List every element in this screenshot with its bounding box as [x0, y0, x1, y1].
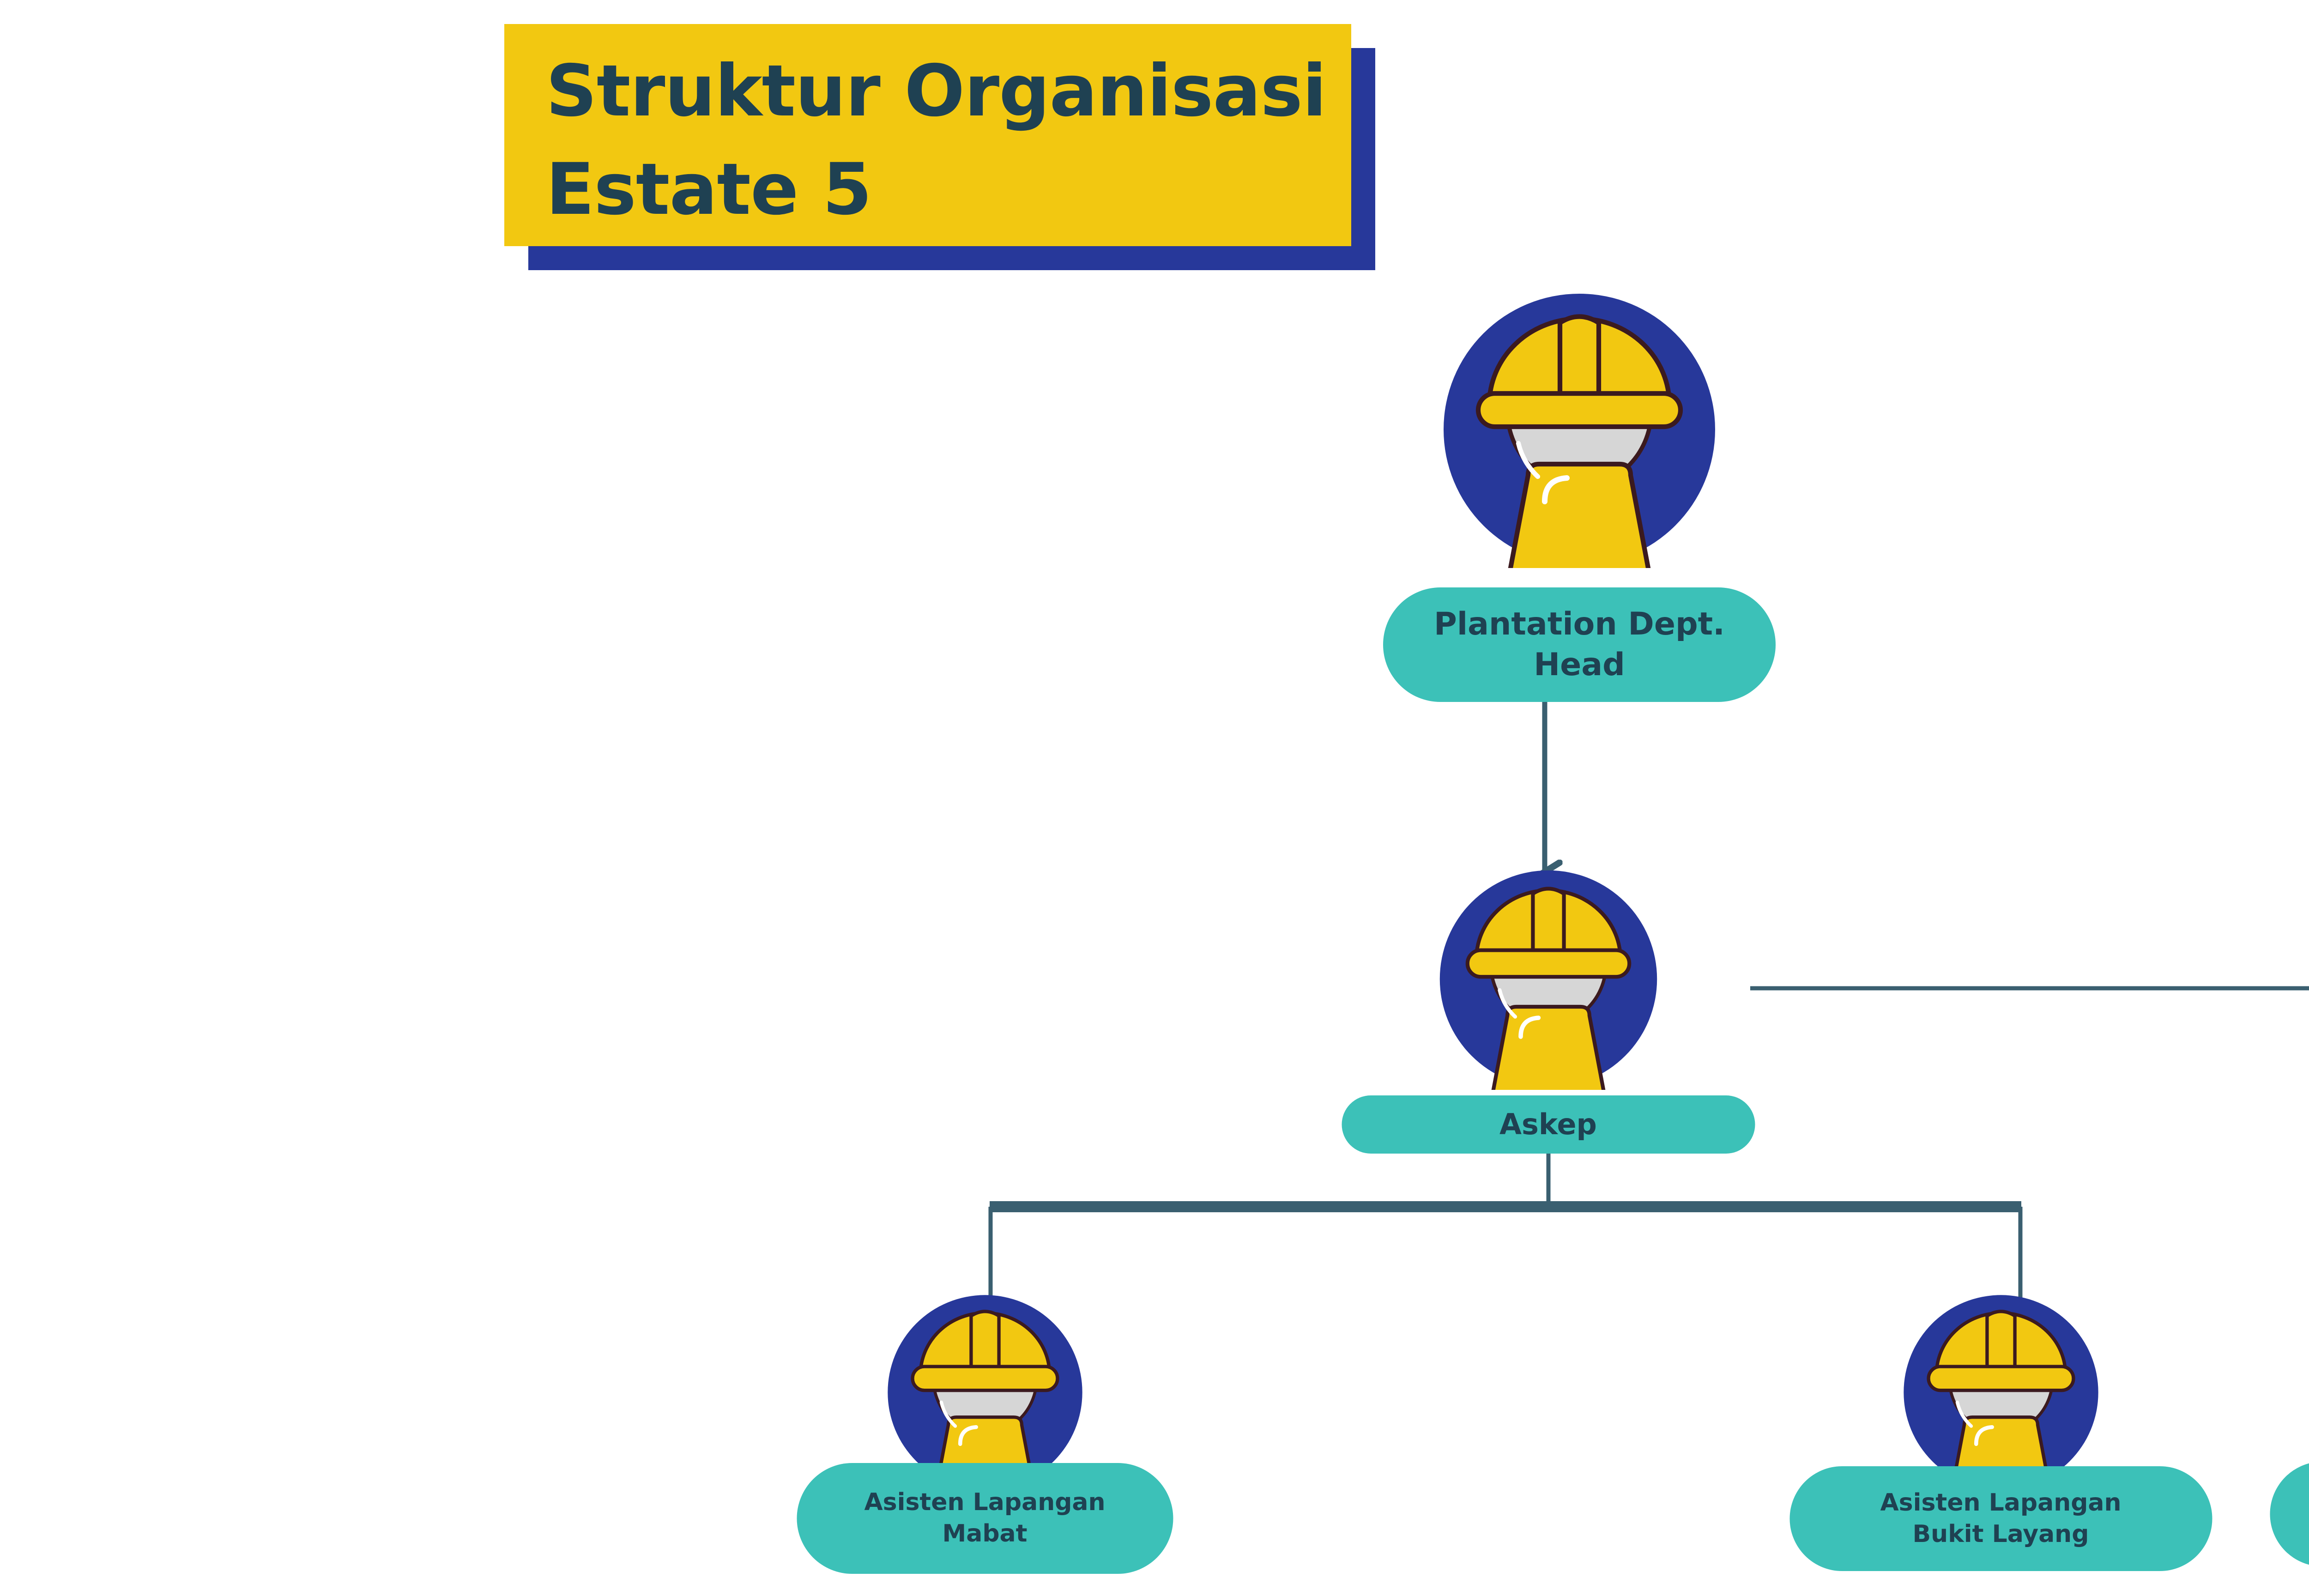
org-node-label-line-1: Asisten Lapangan — [1880, 1488, 2122, 1517]
org-node-label-line-1: Asisten Lapangan — [864, 1488, 1106, 1517]
page-title-line-1: Struktur Organisasi — [546, 50, 1327, 133]
org-node-label-line-2: Head — [1534, 647, 1625, 683]
title-card: Struktur Organisasi Estate 5 — [504, 24, 1351, 246]
page-title-line-2: Estate 5 — [546, 148, 872, 231]
org-node-label-line-1: Plantation Dept. — [1433, 605, 1725, 642]
org-node-label-pill: KTU — [2270, 1462, 2309, 1566]
org-node-askep[interactable]: Askep — [1342, 868, 1755, 1155]
org-node-label-line-2: Mabat — [942, 1520, 1028, 1548]
org-node-label: Askep — [1499, 1107, 1597, 1141]
org-node-ktu[interactable]: KTU — [2270, 1288, 2309, 1566]
org-node-label: Plantation Dept. Head — [1420, 604, 1739, 686]
org-node-label-pill: Asisten Lapangan Bukit Layang — [1789, 1466, 2212, 1571]
org-node-label-pill: Asisten Lapangan Mabat — [797, 1463, 1173, 1574]
org-node-plantation-dept-head[interactable]: Plantation Dept. Head — [1383, 291, 1776, 702]
org-node-label-pill: Askep — [1342, 1095, 1755, 1154]
org-node-label-line-2: Bukit Layang — [1912, 1520, 2089, 1548]
worker-avatar-icon — [1439, 870, 1657, 1090]
edge-askep-to-ktu — [1750, 986, 2309, 991]
org-node-label: Asisten Lapangan Bukit Layang — [1866, 1487, 2135, 1550]
worker-avatar-icon — [1444, 294, 1715, 568]
worker-avatar-icon — [887, 1295, 1082, 1492]
org-node-asisten-lapangan-bukit-layang[interactable]: Asisten Lapangan Bukit Layang — [1789, 1293, 2212, 1571]
org-node-asisten-lapangan-mabat[interactable]: Asisten Lapangan Mabat — [797, 1293, 1173, 1574]
org-node-label-pill: Plantation Dept. Head — [1383, 587, 1776, 702]
worker-avatar-icon — [1903, 1295, 2098, 1492]
org-node-label: Asisten Lapangan Mabat — [850, 1487, 1119, 1549]
